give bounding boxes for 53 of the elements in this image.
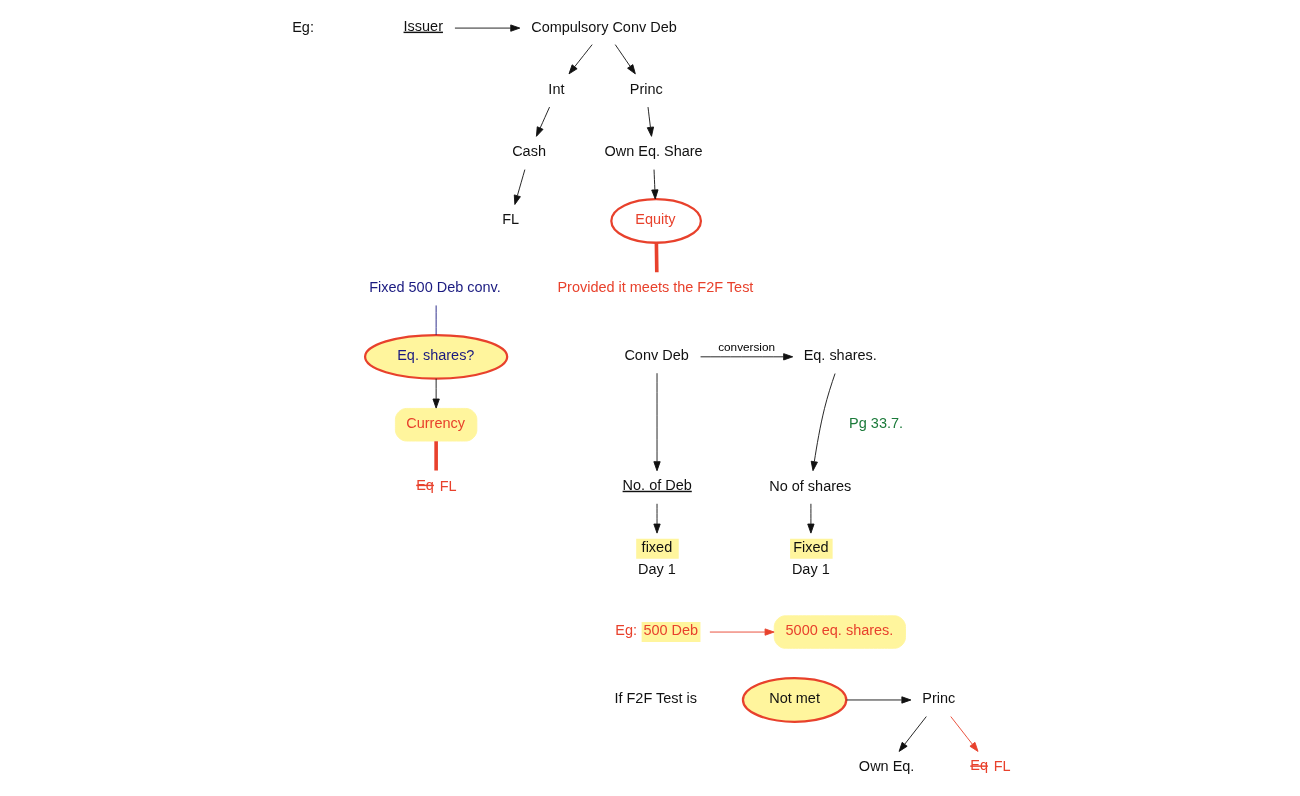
node-label: Day 1 [638, 560, 676, 577]
node-label: Eg: [615, 622, 638, 639]
edge-label: conversion [718, 339, 776, 353]
node-box: 500 Deb [641, 622, 701, 642]
label: Eg: [292, 18, 314, 35]
node-text: Provided it meets the F2F Test [557, 279, 754, 296]
arrow [454, 24, 521, 32]
node-text: Compulsory Conv Deb [531, 18, 677, 35]
arrow [651, 169, 659, 200]
node-text: Int [548, 80, 565, 97]
arrow [513, 169, 526, 205]
arrow [653, 372, 661, 472]
node-text: Cash [512, 143, 546, 160]
node-text: FL [502, 211, 520, 228]
node-text: Own Eq. Share [604, 143, 703, 160]
node-text: No of shares [769, 477, 852, 494]
arrow [898, 716, 927, 752]
arrow [810, 373, 836, 472]
node-text: If F2F Test is [614, 690, 698, 707]
node-box: Fixed [790, 538, 833, 559]
arrow [709, 628, 775, 636]
node-text: FL [993, 758, 1011, 775]
arrow [950, 716, 979, 752]
node-ellipse: Not met [741, 677, 848, 723]
arrow [646, 106, 655, 137]
node-box: fixed [636, 538, 679, 559]
node-text: Eq. shares. [803, 347, 877, 364]
node-label: Eq [416, 476, 434, 493]
label: Pg 33.7. [849, 415, 904, 432]
node-text: FL [439, 477, 457, 494]
node-ellipse: Eq. shares? [363, 333, 509, 380]
arrow [653, 503, 661, 534]
node-label: Day 1 [791, 560, 830, 577]
node-box: Currency [394, 408, 478, 442]
node-text: Princ [629, 80, 663, 97]
node-ellipse: Equity [610, 198, 703, 244]
arrow [614, 44, 636, 75]
node-text: No. of Deb [622, 476, 692, 493]
node-box: 5000 eq. shares. [773, 615, 906, 649]
node-label: Eq [970, 757, 988, 774]
connector [654, 242, 659, 273]
arrow [536, 106, 550, 137]
node-text: Conv Deb [624, 347, 689, 364]
node-text: Issuer [403, 17, 443, 34]
arrow [846, 696, 912, 704]
arrow [432, 378, 440, 409]
node-text: Princ [922, 690, 956, 707]
node-text: Fixed 500 Deb conv. [369, 279, 501, 296]
arrow [568, 44, 593, 75]
connector [434, 441, 438, 471]
arrow [700, 353, 794, 361]
node-text: Own Eq. [858, 758, 915, 775]
arrow [807, 503, 815, 534]
